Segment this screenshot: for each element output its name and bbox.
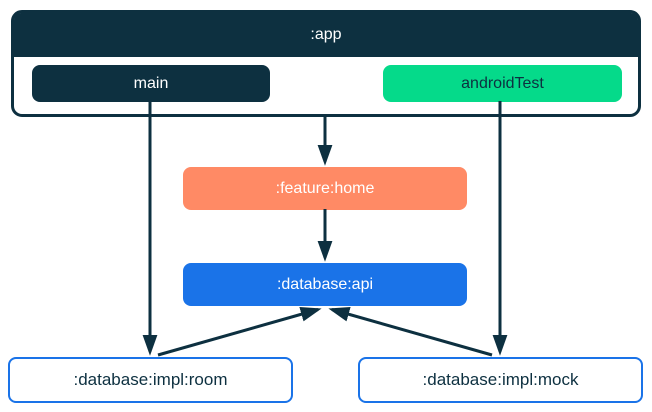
node-feature-home: :feature:home xyxy=(183,167,467,210)
node-app-label: :app xyxy=(310,26,342,43)
node-database-api-label: :database:api xyxy=(276,275,374,293)
node-app-container: :app main androidTest xyxy=(11,10,641,117)
node-feature-home-label: :feature:home xyxy=(275,179,375,197)
node-database-impl-room: :database:impl:room xyxy=(8,357,293,403)
node-main-sourceset: main xyxy=(32,65,270,102)
node-database-api: :database:api xyxy=(183,263,467,306)
node-main-label: main xyxy=(133,74,169,92)
node-database-impl-room-label: :database:impl:room xyxy=(73,370,228,389)
edge-mock-to-database-api xyxy=(328,307,493,357)
node-app-header: :app xyxy=(14,13,638,57)
node-database-impl-mock: :database:impl:mock xyxy=(358,357,643,403)
edge-room-to-database-api xyxy=(157,307,322,357)
node-database-impl-mock-label: :database:impl:mock xyxy=(422,370,579,389)
node-androidtest-sourceset: androidTest xyxy=(383,65,622,102)
node-androidtest-label: androidTest xyxy=(461,74,544,92)
